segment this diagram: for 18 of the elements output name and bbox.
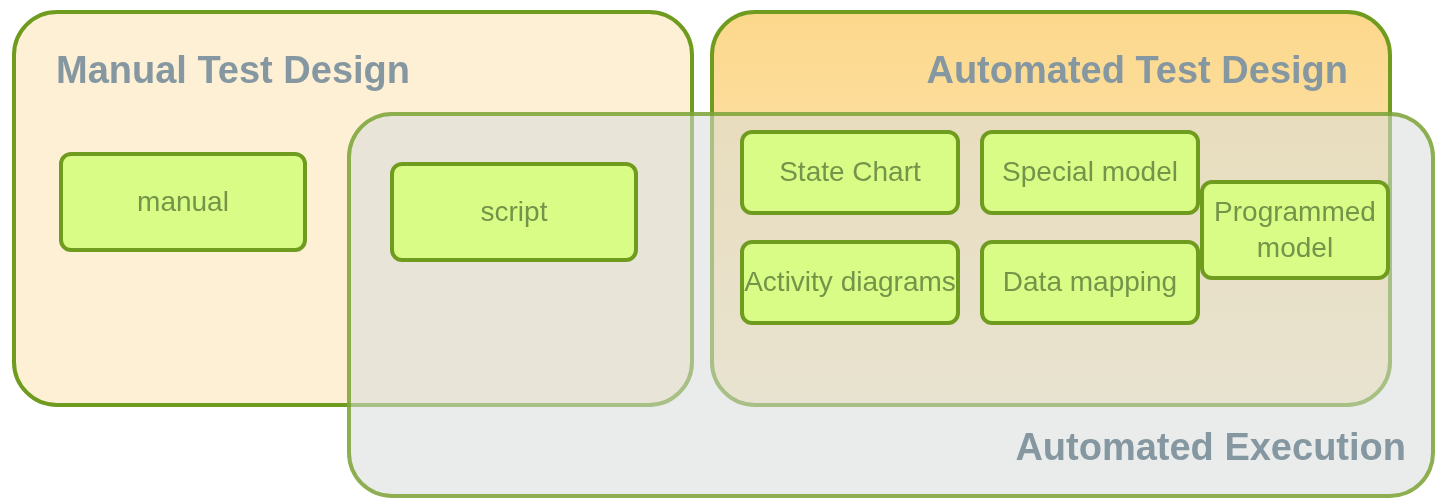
box-label: manual [137, 184, 229, 219]
process-box [1200, 180, 1390, 280]
process-box [740, 130, 960, 215]
group-title: Manual Test Design [56, 49, 411, 92]
process-box [740, 240, 960, 325]
box-label: script [480, 194, 548, 229]
process-box [390, 162, 638, 262]
box-label: Activity diagrams [744, 265, 956, 300]
box-label: Special model [1002, 155, 1178, 190]
process-box [980, 240, 1200, 325]
group-title: Automated Test Design [926, 49, 1348, 92]
process-box [980, 130, 1200, 215]
box-label: State Chart [779, 155, 921, 190]
group-region [12, 10, 694, 407]
box-label: Programmed model [1213, 194, 1377, 265]
process-box [59, 152, 307, 252]
group-title: Automated Execution [1015, 426, 1406, 469]
box-label: Data mapping [1002, 265, 1178, 300]
